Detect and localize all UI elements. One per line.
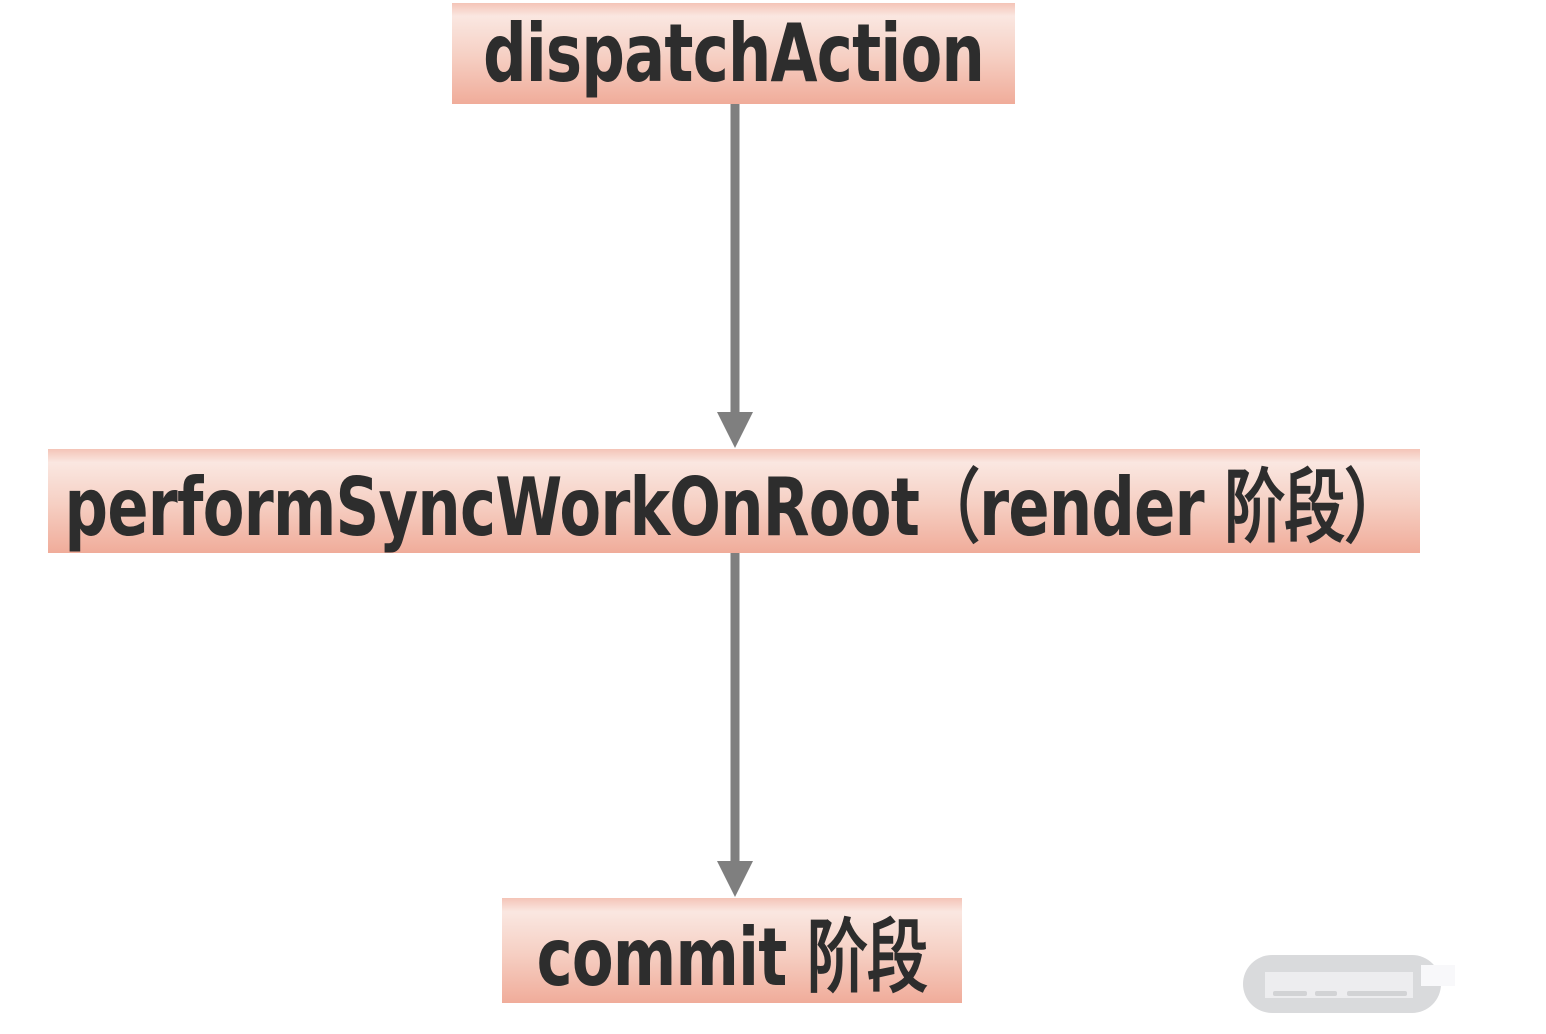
blurred-watermark bbox=[1243, 955, 1455, 1013]
watermark-text-blur bbox=[1347, 991, 1407, 996]
node-perform-sync-work-root: performSyncWorkOnRoot（render 阶段） bbox=[48, 449, 1420, 554]
node-dispatch-action: dispatchAction bbox=[452, 3, 1015, 104]
node-commit-phase-label: commit 阶段 bbox=[536, 910, 928, 1004]
arrow-down-icon bbox=[717, 553, 753, 897]
watermark-text-blur bbox=[1315, 991, 1337, 996]
watermark-text-blur bbox=[1273, 991, 1307, 996]
watermark-notch-block bbox=[1421, 965, 1455, 986]
node-dispatch-action-label: dispatchAction bbox=[483, 7, 985, 100]
node-perform-sync-work-root-label: performSyncWorkOnRoot（render 阶段） bbox=[64, 461, 1405, 554]
arrow-down-icon bbox=[717, 104, 753, 448]
node-commit-phase: commit 阶段 bbox=[502, 898, 962, 1004]
